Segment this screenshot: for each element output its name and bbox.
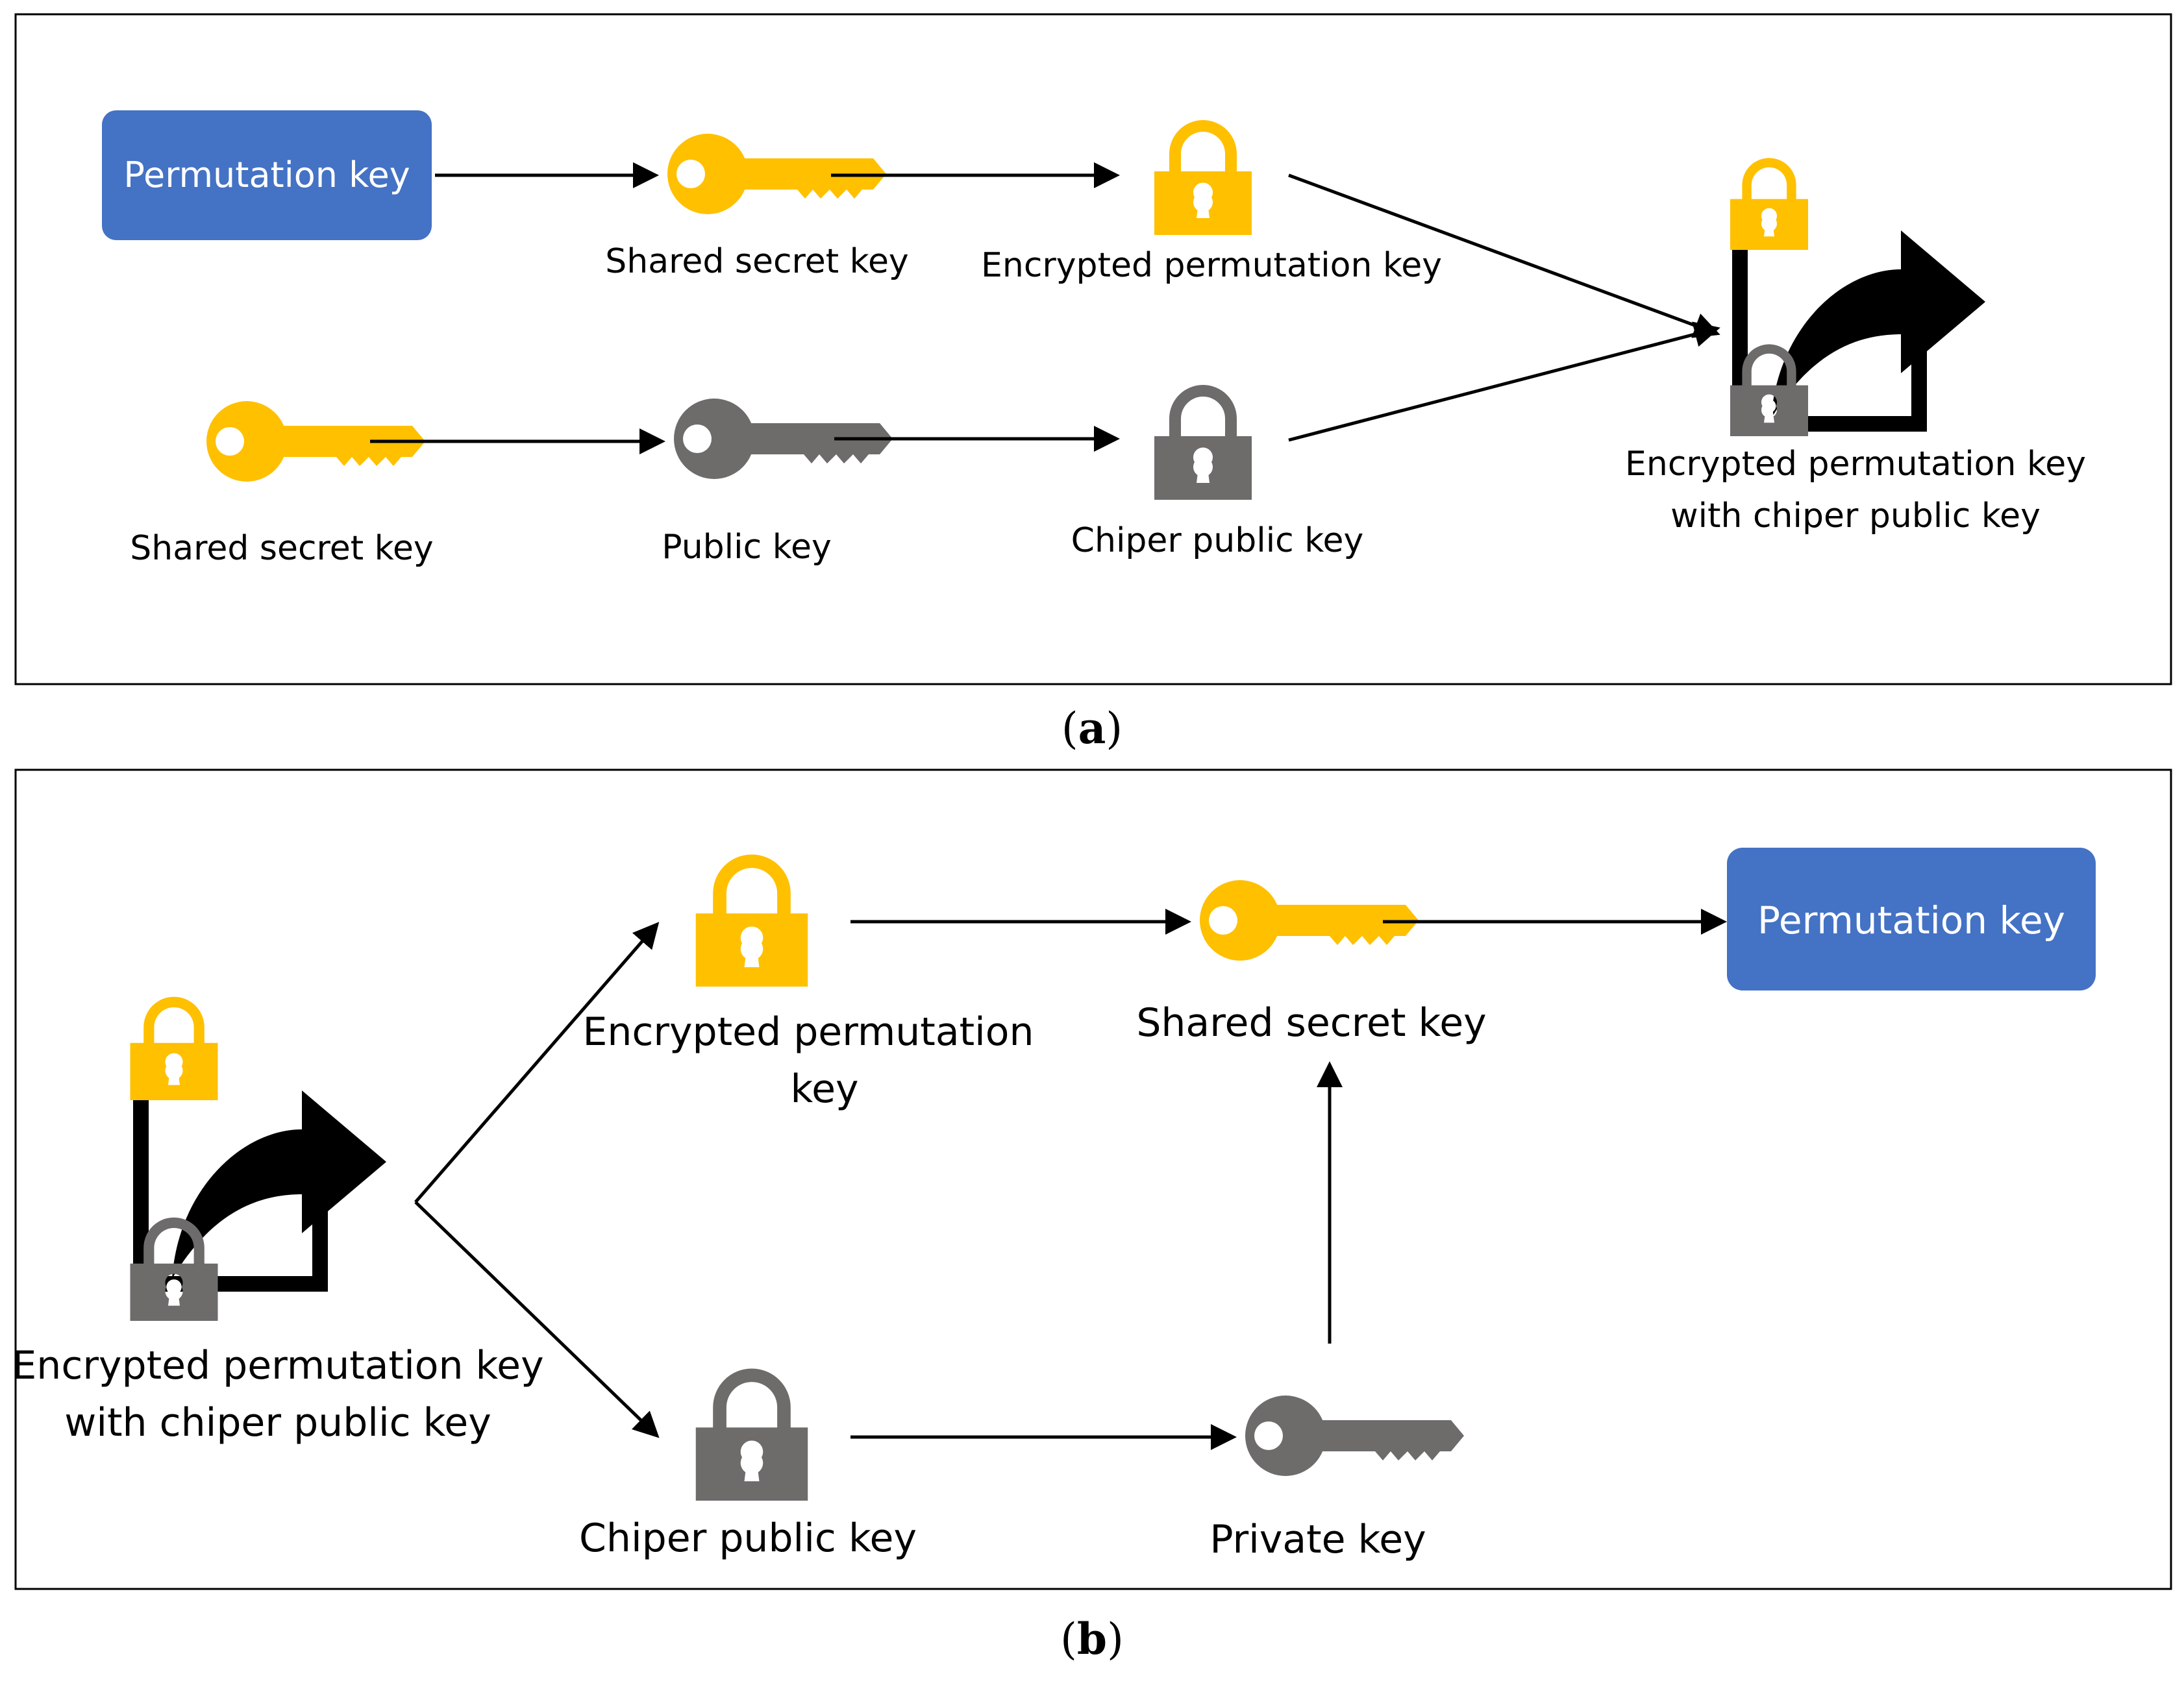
arrow-source-to-encrypted (414, 922, 660, 1203)
panel-a-caption-letter: a (1078, 703, 1106, 754)
permutation-key-box-b-bg (1727, 848, 2096, 990)
panel-b-caption-open: ( (1060, 1614, 1077, 1664)
panel-b-caption: (b) (1060, 1614, 1124, 1664)
encrypted-permutation-key-label: Encrypted permutation key (981, 246, 1442, 285)
shared-secret-key-label-b: Shared secret key (1136, 1000, 1486, 1046)
result-label-line2: with chiper public key (1670, 497, 2041, 535)
source-label-line2: with chiper public key (64, 1400, 491, 1445)
source-label-line1: Encrypted permutation key (12, 1343, 543, 1388)
encrypted-label-line2: key (790, 1066, 858, 1112)
panel-a: Permutation key Shared secret key Encryp… (14, 13, 2172, 754)
permutation-key-box: Permutation key (102, 110, 432, 240)
private-key-label: Private key (1210, 1517, 1426, 1562)
panel-b-caption-letter: b (1077, 1614, 1107, 1664)
permutation-key-label-b: Permutation key (1757, 898, 2065, 942)
permutation-key-label: Permutation key (123, 154, 410, 195)
panel-a-caption: (a) (1061, 703, 1123, 754)
panel-b-caption-close: ) (1107, 1614, 1124, 1664)
shared-secret-key-label-bottom: Shared secret key (130, 529, 433, 568)
arrow-chiper-to-result (1288, 321, 1720, 442)
result-label-line1: Encrypted permutation key (1625, 445, 2086, 484)
panel-a-caption-open: ( (1061, 704, 1078, 754)
chiper-public-key-label-b: Chiper public key (579, 1516, 917, 1561)
public-key-label: Public key (662, 528, 831, 567)
chiper-public-key-label: Chiper public key (1071, 521, 1364, 560)
panel-a-caption-close: ) (1106, 704, 1123, 754)
permutation-key-box-b: Permutation key (1727, 848, 2096, 990)
encrypted-label-line1: Encrypted permutation (582, 1009, 1034, 1055)
arrow-encrypted-to-result (1288, 173, 1720, 338)
panel-b: Encrypted permutation key with chiper pu… (12, 769, 2172, 1664)
arrow-source-to-chiper (414, 1201, 660, 1438)
permutation-key-box-bg (102, 110, 432, 240)
shared-secret-key-label-top: Shared secret key (605, 242, 908, 281)
